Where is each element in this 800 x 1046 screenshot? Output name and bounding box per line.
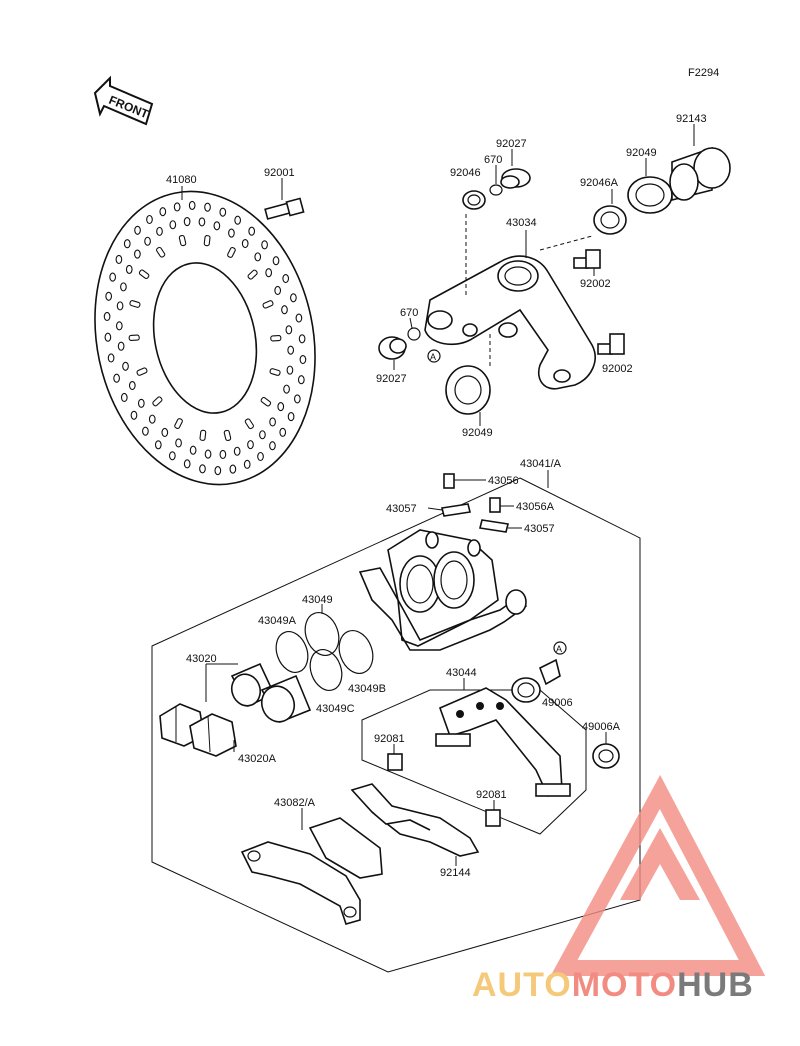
label-41080: 41080 (166, 174, 197, 186)
watermark-triangle-icon (550, 775, 766, 976)
marker-a-top: A (430, 352, 436, 362)
label-92027-top: 92027 (496, 138, 527, 150)
label-43020A: 43020A (238, 753, 277, 765)
label-92144: 92144 (440, 867, 471, 879)
bleeder-43056 (443, 473, 486, 489)
support-bracket (435, 687, 571, 798)
piston-43020A (260, 674, 312, 724)
label-92049-top: 92049 (626, 147, 657, 159)
clip-92081-left (387, 753, 403, 771)
shim-92144 (350, 783, 480, 857)
caliper-assembly-outline (151, 477, 641, 973)
svg-text:AUTOMOTOHUB: AUTOMOTOHUB (472, 966, 754, 1004)
front-arrow-icon: FRONT (93, 75, 154, 126)
bolt-92001 (264, 197, 305, 220)
seal-92049-top (627, 176, 673, 214)
dust-boot-left (159, 703, 237, 757)
label-92002-bottom: 92002 (602, 363, 633, 375)
bearing-92046A (593, 205, 627, 235)
marker-a-bottom: A (556, 644, 562, 654)
caliper-body (358, 529, 528, 651)
watermark-text-a: AUTO (472, 966, 572, 1004)
seal-43049 (304, 612, 374, 674)
disc-holes (103, 200, 307, 476)
label-43049C: 43049C (316, 703, 355, 715)
label-92046: 92046 (450, 167, 481, 179)
label-92002-top: 92002 (580, 278, 611, 290)
label-49006: 49006 (542, 697, 573, 709)
clip-92081-right (485, 809, 501, 827)
bolt-92002-top (573, 249, 601, 269)
label-43056A: 43056A (516, 501, 555, 513)
label-670-top: 670 (484, 154, 502, 166)
cap-43057-left (441, 503, 471, 517)
collar-92027-left (378, 336, 407, 360)
oring-670-left (407, 327, 421, 341)
label-92143: 92143 (676, 113, 707, 125)
seal-92049-bottom (445, 365, 491, 415)
support-assembly-outline (361, 689, 587, 835)
watermark-logo: AUTOMOTOHUB (472, 775, 766, 1004)
pin-49006 (511, 658, 561, 703)
bleeder-43056A (489, 497, 514, 513)
collar-92027-top (500, 168, 531, 189)
label-92001: 92001 (264, 167, 295, 179)
bearing-92046 (462, 190, 486, 210)
sleeve-92143 (669, 146, 731, 202)
label-43020: 43020 (186, 653, 217, 665)
boot-49006A (592, 743, 620, 769)
figure-code: F2294 (688, 67, 719, 79)
brake-pad (240, 817, 383, 925)
label-43056: 43056 (488, 475, 519, 487)
label-43049A: 43049A (258, 615, 297, 627)
label-92081-left: 92081 (374, 733, 405, 745)
label-43057-right: 43057 (524, 523, 555, 535)
label-43049: 43049 (302, 594, 333, 606)
caliper-bracket (424, 255, 596, 390)
label-43041: 43041/A (520, 458, 562, 470)
watermark-text-c: HUB (677, 966, 754, 1004)
bolt-92002-bottom (597, 333, 625, 355)
label-43049B: 43049B (348, 683, 386, 695)
label-49006A: 49006A (582, 721, 621, 733)
label-92046A: 92046A (580, 177, 619, 189)
label-670-left: 670 (400, 307, 418, 319)
label-43082: 43082/A (274, 797, 316, 809)
label-43034: 43034 (506, 217, 537, 229)
label-92027-left: 92027 (376, 373, 407, 385)
oring-670-top (489, 184, 503, 196)
watermark-text-b: MOTO (572, 966, 677, 1004)
label-43057-left: 43057 (386, 503, 417, 515)
label-43044: 43044 (446, 667, 477, 679)
brake-disc (94, 190, 316, 486)
cap-43057-right (479, 519, 509, 533)
label-92049-bottom: 92049 (462, 427, 493, 439)
label-92081-right: 92081 (476, 789, 507, 801)
seal-43049A (275, 631, 343, 691)
